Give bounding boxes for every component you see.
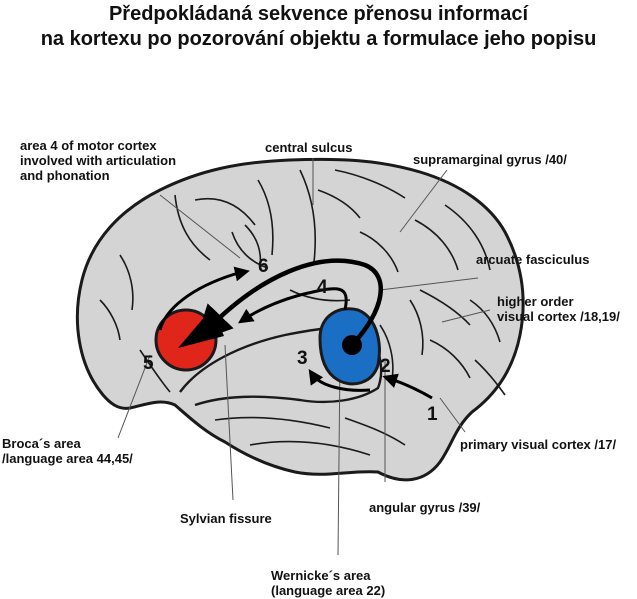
- broca-arrowhead: [178, 308, 224, 348]
- label-angular-gyrus: angular gyrus /39/: [369, 500, 481, 515]
- label-motor-area: area 4 of motor cortex involved with art…: [20, 138, 176, 183]
- step-5: 5: [143, 353, 154, 374]
- diagram-title: Předpokládaná sekvence přenosu informací…: [0, 2, 637, 52]
- label-arcuate-fasciculus: arcuate fasciculus: [476, 252, 590, 267]
- arrow-step-3: [308, 369, 371, 392]
- label-wernicke-area: Wernicke´s area (language area 22): [271, 568, 385, 598]
- label-higher-visual-line-2: visual cortex /18,19/: [497, 309, 620, 324]
- brain-outline: [75, 157, 525, 482]
- label-wernicke-line-1: Wernicke´s area: [271, 568, 371, 583]
- label-motor-area-line-1: area 4 of motor cortex: [20, 138, 157, 153]
- label-broca-line-1: Broca´s area: [2, 436, 81, 451]
- step-3: 3: [297, 348, 308, 369]
- label-higher-visual-line-1: higher order: [497, 294, 574, 309]
- label-supramarginal-gyrus: supramarginal gyrus /40/: [413, 152, 567, 167]
- label-motor-area-line-3: and phonation: [20, 168, 110, 183]
- label-broca-line-2: /language area 44,45/: [2, 451, 133, 466]
- arrow-step-1: [382, 373, 433, 400]
- title-line-2: na kortexu po pozorování objektu a formu…: [40, 28, 597, 50]
- arrow-step-4: [238, 287, 348, 324]
- label-motor-area-line-2: involved with articulation: [20, 153, 177, 168]
- step-1: 1: [427, 404, 438, 425]
- step-6: 6: [258, 256, 269, 277]
- label-central-sulcus: central sulcus: [265, 140, 353, 155]
- arcuate-arrow: [195, 258, 383, 347]
- label-wernicke-line-2: (language area 22): [271, 583, 386, 598]
- label-primary-visual-cortex: primary visual cortex /17/: [460, 437, 617, 452]
- step-4: 4: [317, 277, 328, 298]
- temporal-sulci: [214, 416, 406, 456]
- brain-sulci: [99, 169, 506, 396]
- label-broca-area: Broca´s area /language area 44,45/: [2, 436, 133, 466]
- step-2: 2: [380, 356, 391, 377]
- label-higher-visual-cortex: higher order visual cortex /18,19/: [497, 294, 620, 324]
- label-sylvian-fissure: Sylvian fissure: [180, 511, 272, 526]
- arrow-step-6: [158, 266, 250, 331]
- title-line-1: Předpokládaná sekvence přenosu informací: [108, 3, 529, 25]
